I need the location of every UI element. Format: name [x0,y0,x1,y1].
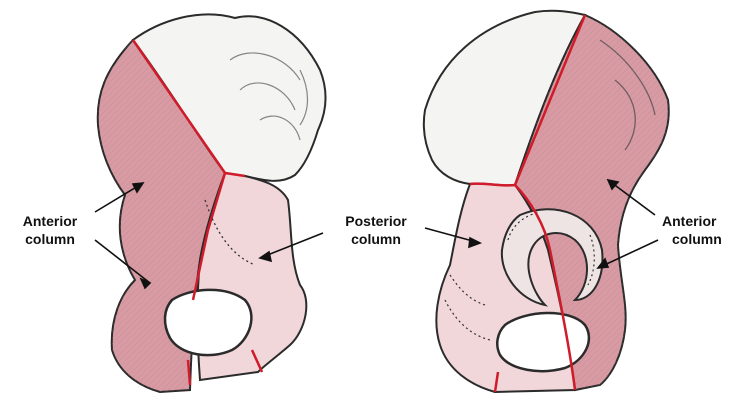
label-left-anterior-line2: column [6,230,94,248]
label-left-anterior-column: Anterior column [6,212,94,248]
right-hip-bone [424,11,669,392]
label-posterior-line2: column [328,230,424,248]
label-posterior-line1: Posterior [328,212,424,230]
label-left-anterior-line1: Anterior [6,212,94,230]
right-obturator-foramen [497,313,589,371]
label-right-anterior-column: Anterior column [662,212,739,248]
left-hip-bone [98,14,326,392]
left-obturator-foramen [165,290,251,355]
label-right-anterior-line1: Anterior [662,212,739,230]
label-right-anterior-line2: column [662,230,739,248]
label-posterior-column: Posterior column [328,212,424,248]
